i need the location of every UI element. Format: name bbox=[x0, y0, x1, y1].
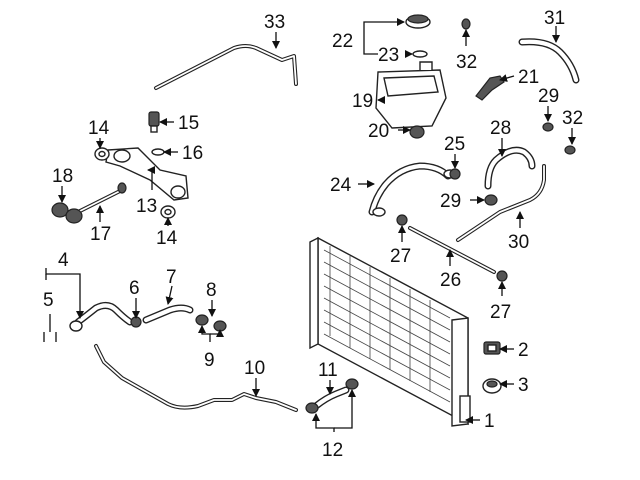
callout-14-upper: 14 bbox=[88, 118, 110, 139]
hose-clamp-29-upper bbox=[542, 122, 554, 132]
coolant-hose-11 bbox=[312, 386, 350, 410]
callout-25: 25 bbox=[444, 134, 465, 155]
coolant-pipe-30 bbox=[456, 164, 546, 242]
callout-19: 19 bbox=[352, 91, 373, 112]
tank-bracket-21 bbox=[475, 75, 505, 101]
callout-1: 1 bbox=[484, 411, 495, 432]
callout-27-lower: 27 bbox=[490, 302, 511, 323]
callout-32-lower: 32 bbox=[562, 108, 583, 129]
overflow-hose-31 bbox=[518, 38, 580, 84]
callout-13: 13 bbox=[136, 196, 157, 217]
expansion-tank-cap bbox=[405, 14, 431, 29]
coolant-expansion-tank bbox=[375, 61, 447, 129]
sensor-o-ring bbox=[151, 148, 165, 156]
bolt-17 bbox=[76, 182, 127, 214]
callout-29-lower: 29 bbox=[440, 191, 461, 212]
callout-5: 5 bbox=[43, 290, 54, 311]
vent-pipe-33 bbox=[154, 44, 298, 90]
callout-numbers: 1 2 3 4 5 6 7 8 9 10 11 12 13 14 14 15 1… bbox=[43, 8, 583, 461]
callout-17: 17 bbox=[90, 224, 111, 245]
callout-12: 12 bbox=[322, 440, 343, 461]
callout-2: 2 bbox=[518, 340, 529, 361]
lower-radiator-hose bbox=[69, 301, 134, 332]
hose-clamp-32-lower bbox=[564, 145, 576, 155]
radiator-mount-bushing bbox=[482, 378, 502, 394]
callout-3: 3 bbox=[518, 375, 529, 396]
coolant-hose-7 bbox=[142, 304, 194, 324]
temperature-sensor bbox=[148, 111, 160, 133]
radiator-mount-bracket bbox=[483, 341, 501, 355]
hose-clamp-25 bbox=[449, 168, 461, 180]
callout-22: 22 bbox=[332, 31, 353, 52]
clamp-18 bbox=[51, 202, 83, 224]
callout-31: 31 bbox=[544, 8, 565, 29]
callout-18: 18 bbox=[52, 166, 73, 187]
hose-clamp-27-upper bbox=[396, 214, 408, 226]
leader-lines bbox=[43, 18, 576, 432]
callout-7: 7 bbox=[166, 267, 177, 288]
callout-6: 6 bbox=[129, 278, 140, 299]
clamp-pair-8 bbox=[195, 314, 227, 332]
heater-hose-28 bbox=[484, 146, 536, 190]
callout-4: 4 bbox=[58, 250, 69, 271]
flange-gasket-14-upper bbox=[94, 147, 110, 161]
callout-24: 24 bbox=[330, 175, 352, 196]
tank-mount-grommet bbox=[409, 125, 425, 139]
callout-28: 28 bbox=[490, 118, 511, 139]
hose-clamp-27-lower bbox=[496, 270, 508, 282]
callout-11: 11 bbox=[318, 360, 338, 381]
callout-33: 33 bbox=[264, 12, 285, 33]
hose-clamp-32-upper bbox=[461, 18, 471, 30]
callout-16: 16 bbox=[182, 143, 203, 164]
callout-21: 21 bbox=[518, 67, 539, 88]
coolant-flange-13 bbox=[105, 147, 189, 201]
callout-32-upper: 32 bbox=[456, 52, 477, 73]
callout-10: 10 bbox=[244, 358, 265, 379]
callout-26: 26 bbox=[440, 270, 461, 291]
callout-23: 23 bbox=[378, 45, 399, 66]
callout-27-upper: 27 bbox=[390, 246, 411, 267]
hose-clamp-29-lower bbox=[484, 194, 498, 206]
callout-9: 9 bbox=[204, 350, 215, 371]
coolant-pipe-26 bbox=[408, 226, 496, 274]
hose-clamp-6 bbox=[130, 316, 142, 328]
callout-30: 30 bbox=[508, 232, 529, 253]
callout-14-lower: 14 bbox=[156, 228, 178, 249]
callout-29-upper: 29 bbox=[538, 86, 559, 107]
callout-20: 20 bbox=[368, 121, 389, 142]
cap-seal-ring bbox=[412, 50, 428, 58]
coolant-pipe-10 bbox=[94, 344, 298, 412]
callout-8: 8 bbox=[206, 280, 217, 301]
callout-15: 15 bbox=[178, 113, 199, 134]
flange-gasket-14-lower bbox=[160, 205, 176, 219]
